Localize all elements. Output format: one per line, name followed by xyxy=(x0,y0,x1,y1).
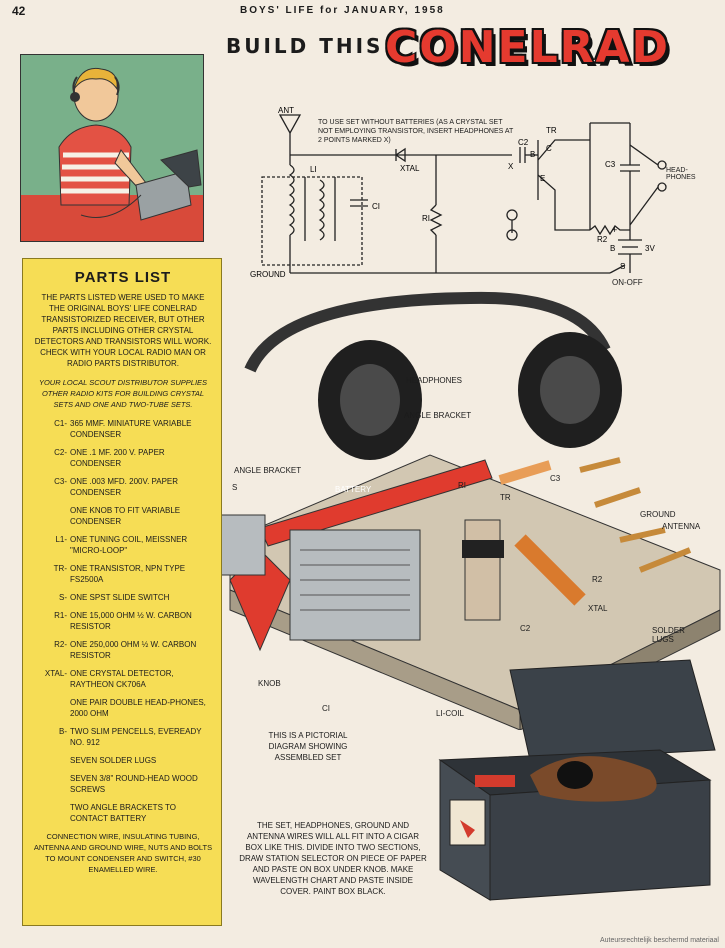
label-tr: TR xyxy=(500,493,511,502)
parts-item-key: XTAL- xyxy=(44,669,67,678)
parts-list-item: ONE KNOB TO FIT VARIABLE CONDENSER xyxy=(33,505,213,527)
parts-footer: CONNECTION WIRE, INSULATING TUBING, ANTE… xyxy=(33,832,213,874)
schem-ri: RI xyxy=(422,214,430,223)
parts-list-item: C2-ONE .1 MF. 200 V. PAPER CONDENSER xyxy=(33,447,213,469)
parts-item-key: B- xyxy=(59,727,67,736)
parts-item-text: ONE CRYSTAL DETECTOR, RAYTHEON CK706A xyxy=(70,669,174,689)
parts-list-item: R1-ONE 15,000 OHM ½ W. CARBON RESISTOR xyxy=(33,610,213,632)
schem-li: LI xyxy=(310,165,317,174)
pictorial-caption: THIS IS A PICTORIAL DIAGRAM SHOWING ASSE… xyxy=(268,731,348,762)
label-headphones: HEADPHONES xyxy=(406,376,463,385)
parts-item-key: R2- xyxy=(54,640,67,649)
parts-item-key: S- xyxy=(59,593,67,602)
parts-list-item: R2-ONE 250,000 OHM ½ W. CARBON RESISTOR xyxy=(33,639,213,661)
schem-on-off: ON-OFF xyxy=(612,278,643,287)
parts-item-text: TWO SLIM PENCELLS, EVEREADY NO. 912 xyxy=(70,727,202,747)
label-ri: RI xyxy=(458,481,466,490)
parts-list-item: SEVEN SOLDER LUGS xyxy=(33,755,213,766)
parts-item-key: R1- xyxy=(54,611,67,620)
label-xtal: XTAL xyxy=(588,604,608,613)
parts-item-key: TR- xyxy=(53,564,67,573)
parts-list-item: L1-ONE TUNING COIL, MEISSNER "MICRO-LOOP… xyxy=(33,534,213,556)
cigar-box-note: THE SET, HEADPHONES, GROUND AND ANTENNA … xyxy=(239,821,427,896)
label-c2: C2 xyxy=(520,624,531,633)
label-c3: C3 xyxy=(550,474,561,483)
schem-ci: CI xyxy=(372,202,380,211)
page-title: CONELRAD xyxy=(385,22,671,73)
parts-item-text: TWO ANGLE BRACKETS TO CONTACT BATTERY xyxy=(70,803,176,823)
parts-list-item: XTAL-ONE CRYSTAL DETECTOR, RAYTHEON CK70… xyxy=(33,668,213,690)
parts-item-text: ONE 15,000 OHM ½ W. CARBON RESISTOR xyxy=(70,611,192,631)
parts-item-key: C1- xyxy=(54,419,67,428)
cigar-box-illustration xyxy=(438,659,716,901)
schem-3v: 3V xyxy=(645,244,655,253)
schem-c: C xyxy=(546,144,552,153)
schem-tr: TR xyxy=(546,126,557,135)
parts-list-item: TWO ANGLE BRACKETS TO CONTACT BATTERY xyxy=(33,802,213,824)
label-li-coil: LI-COIL xyxy=(436,709,465,718)
parts-list-panel: PARTS LIST THE PARTS LISTED WERE USED TO… xyxy=(22,258,222,926)
parts-list-item: C3-ONE .003 MFD. 200V. PAPER CONDENSER xyxy=(33,476,213,498)
label-battery: BATTERY xyxy=(335,485,372,494)
parts-item-key xyxy=(33,755,70,766)
label-ground: GROUND xyxy=(640,510,676,519)
parts-intro: THE PARTS LISTED WERE USED TO MAKE THE O… xyxy=(34,293,212,368)
parts-item-key: L1- xyxy=(55,535,67,544)
parts-item-key xyxy=(33,802,70,824)
parts-item-text: ONE TUNING COIL, MEISSNER "MICRO-LOOP" xyxy=(70,535,188,555)
schem-b: B xyxy=(530,150,535,159)
parts-item-text: ONE KNOB TO FIT VARIABLE CONDENSER xyxy=(70,506,181,526)
parts-item-text: ONE PAIR DOUBLE HEAD-PHONES, 2000 OHM xyxy=(70,698,206,718)
parts-list-item: SEVEN 3/8" ROUND-HEAD WOOD SCREWS xyxy=(33,773,213,795)
label-ci: CI xyxy=(322,704,330,713)
parts-item-text: 365 MMF. MINIATURE VARIABLE CONDENSER xyxy=(70,419,192,439)
boy-illustration xyxy=(20,54,204,242)
page-number: 42 xyxy=(12,4,26,18)
build-this-label: BUILD THIS xyxy=(226,34,384,58)
label-s: S xyxy=(232,483,238,492)
schem-headphones: HEAD- PHONES xyxy=(666,167,696,181)
parts-list-heading: PARTS LIST xyxy=(74,269,172,286)
label-angle-bracket-2: ANGLE BRACKET xyxy=(234,466,302,475)
schem-xtal: XTAL xyxy=(400,164,420,173)
parts-item-text: SEVEN SOLDER LUGS xyxy=(70,756,157,765)
schem-s: S xyxy=(620,262,625,271)
parts-item-key xyxy=(33,773,70,795)
parts-item-key: C2- xyxy=(54,448,67,457)
parts-list-item: ONE PAIR DOUBLE HEAD-PHONES, 2000 OHM xyxy=(33,697,213,719)
parts-list-item: C1-365 MMF. MINIATURE VARIABLE CONDENSER xyxy=(33,418,213,440)
parts-item-key xyxy=(33,697,70,719)
schem-e: E xyxy=(540,174,545,183)
watermark: Auteursrechtelijk beschermd materiaal xyxy=(599,937,719,944)
parts-item-text: ONE SPST SLIDE SWITCH xyxy=(70,593,170,602)
label-r2: R2 xyxy=(592,575,603,584)
label-antenna: ANTENNA xyxy=(662,522,701,531)
schem-battery-b: B xyxy=(610,244,615,253)
parts-distributor-note: YOUR LOCAL SCOUT DISTRIBUTOR SUPPLIES OT… xyxy=(38,378,208,409)
schem-ant: ANT xyxy=(278,106,294,115)
schem-c2: C2 xyxy=(518,138,529,147)
running-head: BOYS' LIFE for JANUARY, 1958 xyxy=(240,5,445,16)
schem-c3: C3 xyxy=(605,160,616,169)
circuit-schematic: ANT LI XTAL CI RI C2 TR B C E C3 R2 + B … xyxy=(250,106,667,279)
parts-list-item: S-ONE SPST SLIDE SWITCH xyxy=(33,592,213,603)
schem-r2: R2 xyxy=(597,235,608,244)
parts-item-key: C3- xyxy=(54,477,67,486)
parts-list-item: B-TWO SLIM PENCELLS, EVEREADY NO. 912 xyxy=(33,726,213,748)
parts-item-text: SEVEN 3/8" ROUND-HEAD WOOD SCREWS xyxy=(70,774,198,794)
parts-item-text: ONE TRANSISTOR, NPN TYPE FS2500A xyxy=(70,564,186,584)
label-angle-bracket-1: ANGLE BRACKET xyxy=(404,411,472,420)
label-solder-lugs: SOLDER LUGS xyxy=(652,626,685,644)
parts-item-text: ONE .003 MFD. 200V. PAPER CONDENSER xyxy=(70,477,179,497)
parts-item-text: ONE 250,000 OHM ½ W. CARBON RESISTOR xyxy=(70,640,197,660)
schem-x: X xyxy=(508,162,514,171)
parts-item-text: ONE .1 MF. 200 V. PAPER CONDENSER xyxy=(70,448,165,468)
label-knob: KNOB xyxy=(258,679,281,688)
schem-ground: GROUND xyxy=(250,270,286,279)
parts-item-key xyxy=(33,505,70,527)
schematic-note: TO USE SET WITHOUT BATTERIES (AS A CRYST… xyxy=(318,119,514,144)
pictorial-diagram xyxy=(220,291,721,730)
parts-list-item: TR-ONE TRANSISTOR, NPN TYPE FS2500A xyxy=(33,563,213,585)
schem-plus: + xyxy=(612,225,617,235)
